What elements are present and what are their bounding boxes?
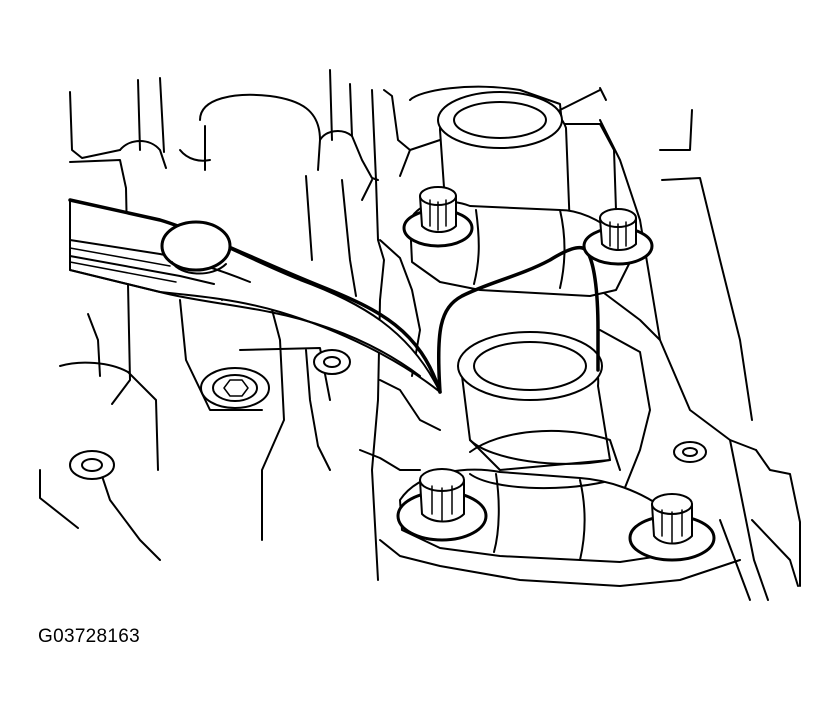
oil-hole-left [69,450,115,480]
cylinder-head-casting-right [559,87,801,601]
oil-hole-right [673,441,707,463]
plug-bolt-left [200,367,270,409]
bolt-rear-right [582,208,654,266]
camshaft-journal-rear [437,91,571,241]
oil-hole-center [313,349,351,375]
bearing-housing [359,85,741,587]
bolt-rear-left [402,186,474,248]
figure-id-label: G03728163 [38,626,141,647]
pry-tool-handle-cap [160,220,232,275]
cylinder-head-casting-left [39,69,379,561]
pry-tool [68,198,442,394]
bolt-front-right [628,493,716,562]
camshaft-journal-front [457,331,611,471]
cam-lobe [436,245,600,394]
bolt-front-left [396,468,488,542]
